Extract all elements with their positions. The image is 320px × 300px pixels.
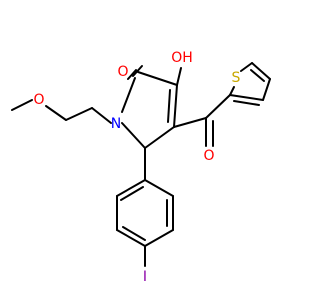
atom-sulfur: S: [232, 70, 241, 86]
bond-ph3-ph4-double: [122, 226, 146, 241]
bond-o-ch3: [11, 99, 33, 111]
bond-n-ch2: [91, 107, 112, 124]
atom-nitrogen: N: [111, 116, 121, 132]
bond-th5-s: [240, 62, 253, 72]
bond-c4-c5: [144, 126, 175, 149]
atom-labels: O OH O N O S I: [33, 50, 240, 285]
structure-diagram: O OH O N O S I: [11, 50, 271, 285]
bonds: [11, 62, 271, 267]
bond-ph4-ph5: [144, 229, 174, 247]
bond-s-th2: [229, 86, 235, 96]
bond-ch2-o: [45, 105, 67, 121]
bond-ph1-ph2: [116, 179, 146, 197]
bond-th4-th5-double: [250, 69, 265, 82]
bond-th4-th5: [251, 62, 271, 80]
bond-c2-c3: [137, 71, 178, 86]
bond-n-c2: [121, 77, 136, 113]
atom-iodine: I: [143, 269, 147, 285]
atom-hydroxyl: OH: [171, 50, 193, 66]
bond-ph6-ph1: [144, 179, 174, 197]
bond-th2-th3-double: [233, 100, 260, 106]
bond-ch2-ch2: [65, 107, 93, 121]
bond-th3-th4: [262, 78, 271, 101]
bond-c5-n: [121, 122, 146, 149]
bond-c2-o: [127, 69, 137, 80]
bond-c3-c4: [173, 84, 178, 128]
bond-c2-o-double: [132, 65, 143, 77]
bond-c3-oh: [176, 67, 182, 86]
bond-c3-c4-double: [167, 89, 171, 123]
bond-c4-cketone: [173, 117, 207, 128]
bond-cketone-th2: [205, 94, 231, 119]
atom-o-carbonyl-ring: O: [117, 64, 128, 80]
bond-th2-th3: [229, 94, 264, 101]
bond-ph1-ph2-double: [120, 186, 144, 201]
atom-o-ether: O: [33, 92, 44, 108]
bond-ph3-ph4: [116, 229, 146, 247]
atom-o-ketone: O: [203, 148, 214, 164]
molecule-canvas: O OH O N O S I: [11, 50, 271, 285]
